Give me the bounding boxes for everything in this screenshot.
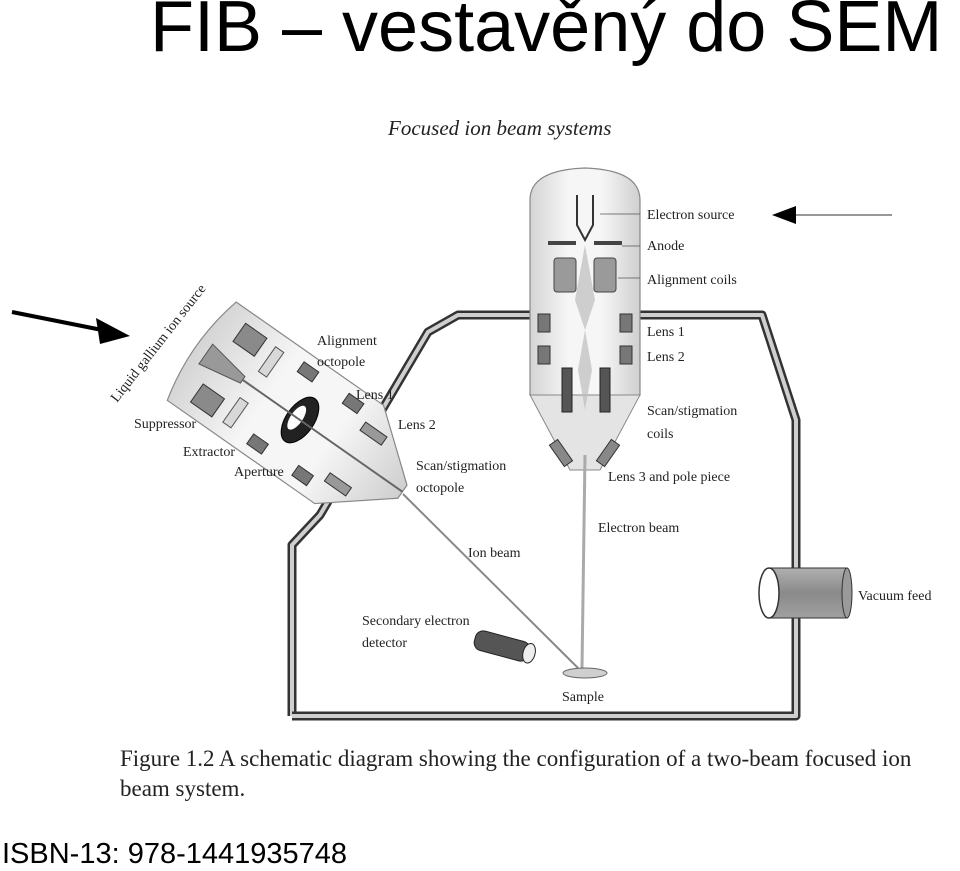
label-scan-stig-coils: Scan/stigmation <box>647 404 737 419</box>
figure-title: Focused ion beam systems <box>388 116 612 140</box>
label-extractor: Extractor <box>183 445 235 460</box>
label-secondary-detector-2: detector <box>362 636 407 651</box>
sample <box>562 667 608 679</box>
isbn-text: ISBN-13: 978-1441935748 <box>2 838 348 870</box>
label-scan-stig-coils-2: coils <box>647 427 673 442</box>
label-aperture: Aperture <box>234 465 284 480</box>
arrow-ion-source <box>11 310 130 344</box>
ion-column <box>166 301 408 505</box>
label-lens-2: Lens 2 <box>647 350 685 365</box>
electron-column <box>529 167 641 471</box>
label-alignment-octopole: Alignment <box>317 334 377 349</box>
label-alignment-octopole-2: octopole <box>317 355 365 370</box>
label-ion-lens-2: Lens 2 <box>398 418 436 433</box>
slide-title: FIB – vestavěný do SEM <box>150 0 943 67</box>
label-electron-beam: Electron beam <box>598 521 679 536</box>
label-lens-1: Lens 1 <box>647 325 685 340</box>
label-anode: Anode <box>647 239 684 254</box>
label-scan-stig-octopole: Scan/stigmation <box>416 459 506 474</box>
secondary-electron-detector <box>473 630 536 664</box>
label-vacuum-feed: Vacuum feed <box>858 589 931 604</box>
label-secondary-detector: Secondary electron <box>362 614 470 629</box>
label-alignment-coils: Alignment coils <box>647 273 737 288</box>
label-lens-3: Lens 3 and pole piece <box>608 470 730 485</box>
vacuum-feed <box>758 567 853 619</box>
label-sample: Sample <box>562 690 604 705</box>
electron-beam <box>580 454 587 669</box>
label-suppressor: Suppressor <box>134 417 197 432</box>
figure-caption: Figure 1.2 A schematic diagram showing t… <box>120 746 912 801</box>
label-ion-beam: Ion beam <box>468 546 521 561</box>
leader-lines <box>600 213 640 279</box>
label-scan-stig-octopole-2: octopole <box>416 481 464 496</box>
label-ion-lens-1: Lens 1 <box>356 388 394 403</box>
ion-beam <box>402 493 579 669</box>
arrow-electron-source <box>772 206 892 224</box>
label-electron-source: Electron source <box>647 208 734 223</box>
